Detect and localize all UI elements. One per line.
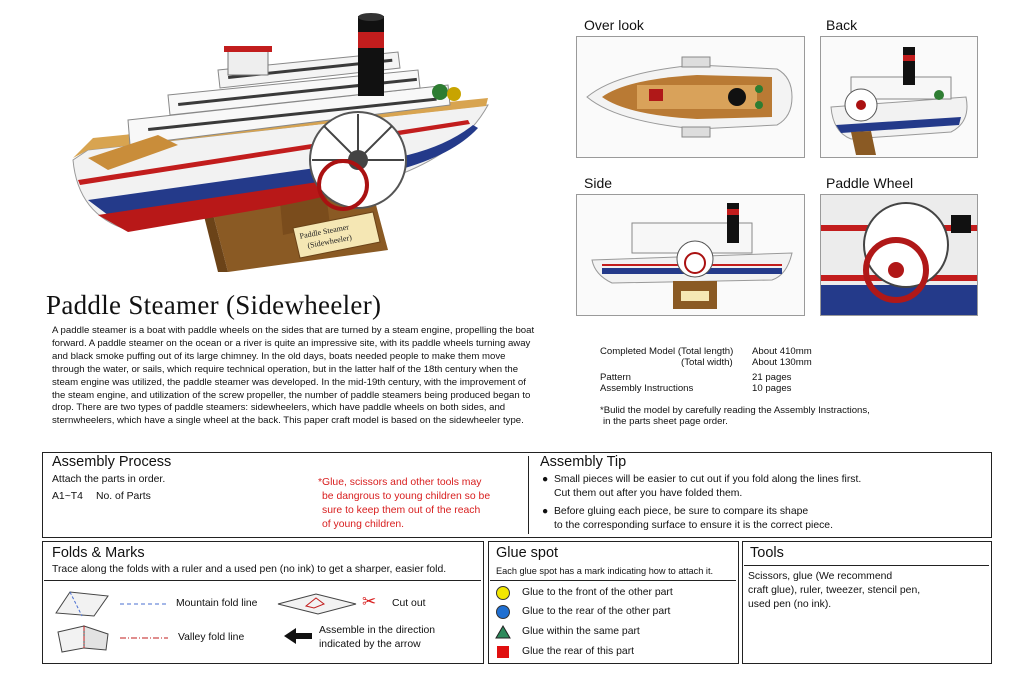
valley-fold-line	[120, 637, 168, 639]
bullet-icon: ●	[542, 474, 549, 485]
assembly-process-line1: Attach the parts in order.	[52, 474, 166, 485]
glue-box	[488, 541, 739, 664]
over-look-image	[576, 36, 805, 158]
glue-heading: Glue spot	[496, 545, 559, 561]
tip1-line1: Small pieces will be easier to cut out i…	[554, 474, 862, 485]
tip2-line2: to the corresponding surface to ensure i…	[554, 520, 833, 531]
tools-box	[742, 541, 992, 664]
assembly-divider	[528, 456, 529, 534]
spec-assembly-value: 10 pages	[752, 383, 792, 394]
cut-out-paper-icon	[277, 593, 357, 615]
spec-length-value: About 410mm	[752, 346, 812, 357]
label-paddle-wheel: Paddle Wheel	[826, 175, 914, 191]
tip1-line2: Cut them out after you have folded them.	[554, 488, 743, 499]
label-over-look: Over look	[584, 17, 644, 33]
assembly-process-heading: Assembly Process	[52, 454, 172, 470]
warning-line2: be dangrous to young children so be	[322, 491, 491, 502]
blue-circle-icon	[496, 605, 510, 619]
glue-item-2: Glue to the rear of the other part	[522, 606, 671, 617]
label-back: Back	[826, 17, 858, 33]
green-triangle-icon	[495, 625, 511, 639]
mountain-fold-icon	[55, 591, 109, 617]
tools-line1: Scissors, glue (We recommend	[748, 571, 893, 582]
page-title: Paddle Steamer (Sidewheeler)	[46, 290, 382, 320]
glue-item-4: Glue the rear of this part	[522, 646, 635, 657]
glue-item-3: Glue within the same part	[522, 626, 640, 637]
folds-heading: Folds & Marks	[52, 545, 145, 561]
valley-fold-icon	[57, 625, 109, 653]
back-view-image	[820, 36, 978, 158]
parts-code: A1~T4	[52, 491, 83, 502]
warning-line3: sure to keep them out of the reach	[322, 505, 481, 516]
spec-total-width: (Total width)	[681, 357, 733, 368]
spec-assembly-instructions: Assembly Instructions	[600, 383, 694, 394]
spec-pattern-value: 21 pages	[752, 372, 792, 383]
scissors-icon: ✂	[362, 592, 377, 611]
warning-line4: of young children.	[322, 519, 405, 530]
spec-note-1: *Bulid the model by carefully reading th…	[600, 405, 870, 416]
folds-box	[42, 541, 484, 664]
description-paragraph: A paddle steamer is a boat with paddle w…	[52, 325, 535, 427]
paddle-wheel-image	[820, 194, 978, 316]
warning-line1: *Glue, scissors and other tools may	[318, 477, 482, 488]
glue-item-1: Glue to the front of the other part	[522, 587, 673, 598]
tools-line3: used pen (no ink).	[748, 599, 832, 610]
spec-note-2: in the parts sheet page order.	[603, 416, 728, 427]
label-side: Side	[584, 175, 613, 191]
valley-fold-label: Valley fold line	[178, 632, 245, 643]
glue-intro: Each glue spot has a mark indicating how…	[496, 566, 714, 576]
side-view-image	[576, 194, 805, 316]
tip2-line1: Before gluing each piece, be sure to com…	[554, 506, 809, 517]
bullet-icon: ●	[542, 506, 549, 517]
parts-label: No. of Parts	[96, 491, 151, 502]
hero-model-image: Paddle Steamer (Sidewheeler)	[68, 10, 493, 280]
tools-heading: Tools	[750, 545, 784, 561]
red-square-icon	[497, 646, 509, 658]
arrow-label-1: Assemble in the direction	[319, 625, 436, 636]
spec-pattern: Pattern	[600, 372, 631, 383]
folds-divider	[44, 580, 481, 581]
folds-intro: Trace along the folds with a ruler and a…	[52, 564, 447, 575]
glue-divider	[490, 580, 736, 581]
assembly-box	[42, 452, 992, 538]
yellow-circle-icon	[496, 586, 510, 600]
arrow-label-2: indicated by the arrow	[319, 639, 421, 650]
arrow-left-icon	[284, 628, 312, 644]
mountain-fold-line	[120, 603, 168, 605]
tools-divider	[744, 565, 989, 566]
tools-line2: craft glue), ruler, tweezer, stencil pen…	[748, 585, 921, 596]
spec-completed-model: Completed Model (Total length)	[600, 346, 734, 357]
assembly-tip-heading: Assembly Tip	[540, 454, 627, 470]
mountain-fold-label: Mountain fold line	[176, 598, 258, 609]
spec-width-value: About 130mm	[752, 357, 812, 368]
cut-out-label: Cut out	[392, 598, 426, 609]
